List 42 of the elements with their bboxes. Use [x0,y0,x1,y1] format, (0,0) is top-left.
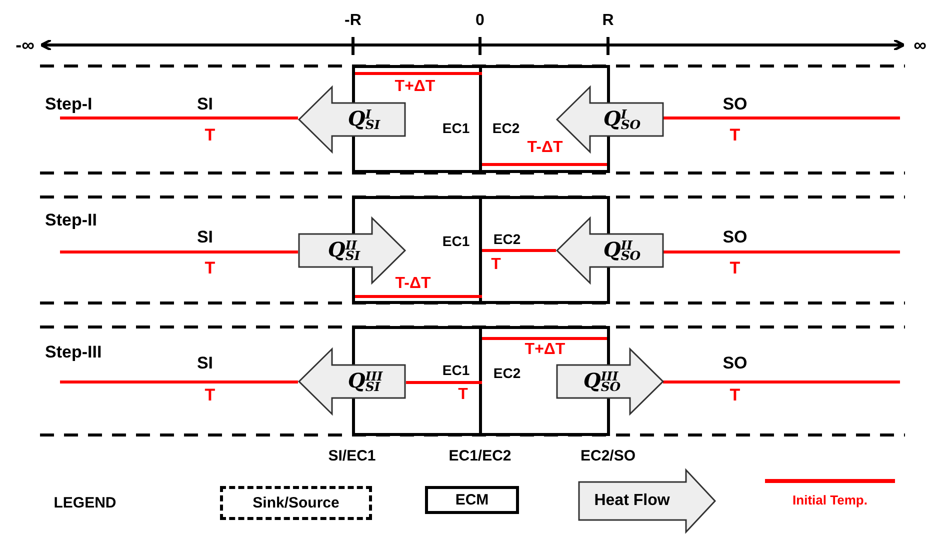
temperature-label: T [204,126,216,144]
sink-label: SI [196,96,214,112]
cell-label: EC2 [493,232,521,246]
temperature-label: T+ΔT [524,342,566,358]
temperature-label: T+ΔT [394,79,436,95]
axis-end-label: -∞ [16,36,34,54]
interface-label: SI/EC1 [328,448,376,464]
source-label: SO [722,354,748,372]
legend-text: Sink/Source [252,496,340,510]
legend-text: Initial Temp. [792,494,868,506]
legend-text: ECM [455,492,489,508]
cell-label: EC2 [493,366,521,380]
sink-label: SI [196,354,214,372]
temperature-label: T-ΔT [527,140,563,156]
source-label: SO [722,228,748,246]
source-label: SO [722,96,748,112]
step-label: Step-II [45,212,97,228]
heat-flow-arrow [298,349,406,414]
cell-label: EC1 [442,121,470,135]
temperature-label: T [204,386,216,404]
temperature-label: T [730,386,740,404]
axis-tick-label: 0 [476,13,484,29]
temperature-label: T [491,257,501,273]
interface-label: EC2/SO [580,448,636,464]
temperature-label: T-ΔT [395,276,431,292]
legend-heading: LEGEND [54,496,116,510]
axis-tick-label: -R [344,13,362,29]
interface-label: EC1/EC2 [448,448,512,464]
temperature-label: T [730,260,740,276]
axis-tick-label: R [602,13,614,29]
legend-text: Heat Flow [594,493,670,509]
cell-label: EC2 [492,121,520,135]
cell-label: EC1 [442,234,470,248]
temperature-label: T [730,126,740,144]
axis-end-label: ∞ [914,36,926,54]
temperature-label: T [204,260,216,276]
step-label: Step-III [45,344,102,360]
step-label: Step-I [45,96,92,112]
cell-label: EC1 [442,363,470,377]
heat-flow-arrow [556,218,664,283]
sink-label: SI [196,228,214,246]
temperature-label: T [458,387,468,403]
